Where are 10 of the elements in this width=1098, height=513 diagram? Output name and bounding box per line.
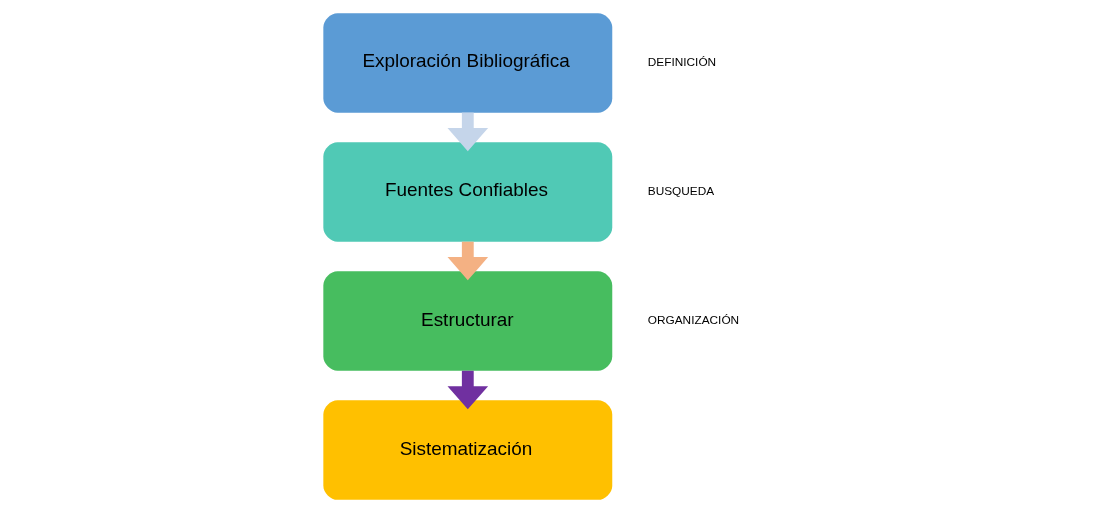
arrow — [447, 241, 488, 281]
node-box: Sistematización — [322, 400, 612, 500]
node-box: Estructurar — [322, 271, 612, 371]
node-label: ORGANIZACIÓN — [647, 313, 739, 327]
node-box: Fuentes Confiables — [322, 142, 612, 242]
arrow — [447, 112, 488, 152]
arrow — [447, 370, 488, 410]
node-box: Exploración Bibliográfica — [322, 13, 612, 113]
node-label: BUSQUEDA — [647, 183, 714, 198]
node-label: DEFINICIÓN — [647, 54, 716, 69]
